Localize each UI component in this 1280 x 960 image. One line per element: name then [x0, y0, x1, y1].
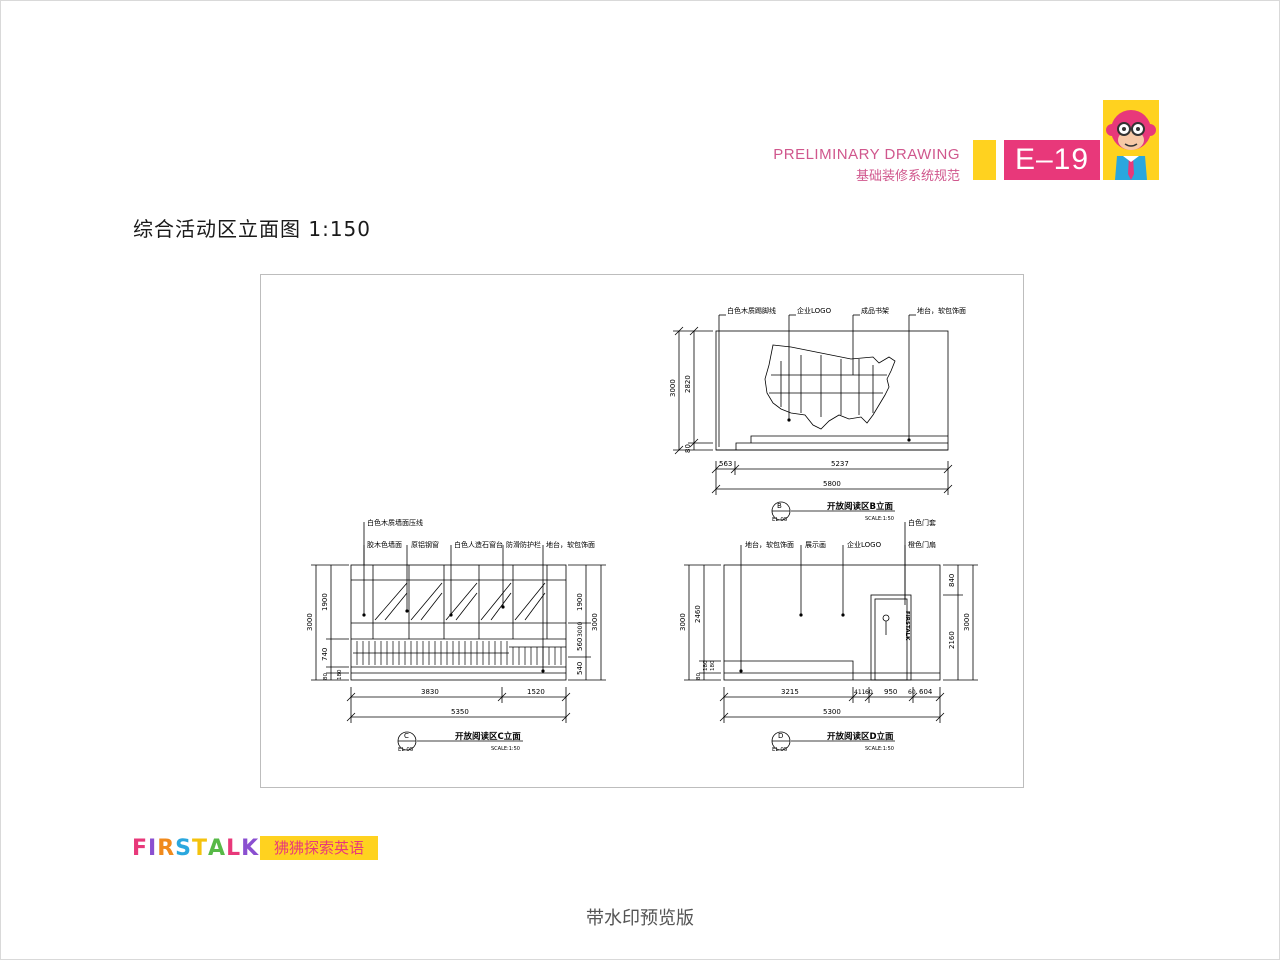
view-c-dim-vl-2: 1900: [321, 593, 329, 611]
view-b-dim-h-3: 5800: [823, 480, 841, 488]
view-b-dim-v-3: 80: [684, 444, 692, 453]
view-c-label-5: 防滑防护栏: [506, 540, 541, 549]
brand-letter: I: [148, 836, 158, 861]
view-d-dim-vl-2: 2460: [694, 605, 702, 623]
view-c-scale: SCALE:1:50: [491, 746, 520, 752]
view-b-label-1: 白色木质踢脚线: [727, 306, 776, 315]
elevation-view-c: [311, 522, 606, 751]
view-c-dim-h-2: 1520: [527, 688, 545, 696]
view-d-label-1: 地台，软包饰面: [745, 540, 794, 549]
view-c-marker-letter: C: [404, 732, 409, 740]
view-d-dim-vl-4: 180: [703, 660, 709, 671]
view-d-marker-letter: D: [778, 732, 783, 740]
brand-tagline: 狒狒探索英语: [260, 836, 378, 860]
view-d-dim-h-2: 411: [854, 689, 866, 696]
brand-letter: F: [132, 836, 149, 861]
view-b-caption: 开放阅读区B立面: [827, 501, 893, 512]
view-c-label-2: 胶木色墙面: [367, 540, 402, 549]
view-d-dim-h-6: 604: [919, 688, 933, 696]
view-c-marker-ref: EL-05: [398, 747, 414, 753]
view-c-dim-vl-5: 180: [337, 669, 343, 680]
brand-letter: L: [226, 836, 242, 861]
view-c-label-3: 原铝钢窗: [411, 540, 439, 549]
view-d-dim-h-5: 60: [908, 689, 916, 696]
view-c-dim-vr-3: 540: [576, 662, 584, 675]
watermark-text: 带水印预览版: [586, 908, 694, 929]
view-c-label-6: 地台，软包饰面: [546, 540, 595, 549]
brand-letter: A: [208, 836, 227, 861]
view-d-label-4: 白色门套: [908, 518, 936, 527]
view-d-dim-vr-3: 3000: [963, 613, 971, 631]
view-c-dim-vl-1: 3000: [306, 613, 314, 631]
view-d-label-3: 企业LOGO: [847, 540, 882, 549]
view-b-label-4: 地台，软包饰面: [917, 306, 966, 315]
view-b-dim-h-1: 563: [719, 460, 732, 468]
elevation-view-d: [684, 522, 978, 751]
view-b-dim-h-2: 5237: [831, 460, 849, 468]
view-c-dim-h-3: 5350: [451, 708, 469, 716]
view-d-dim-vl-3: 80: [696, 673, 702, 680]
view-b-marker-letter: B: [777, 502, 782, 510]
view-b-dim-v-1: 3000: [669, 379, 677, 397]
view-d-label-2: 展示画: [805, 541, 826, 549]
view-c-dim-vl-4: 80: [323, 673, 329, 680]
view-c-dim-vr-2: 560: [576, 638, 584, 651]
view-c-label-1: 白色木质墙面压线: [367, 518, 423, 527]
view-d-door-text: FIRSTALK: [904, 611, 910, 641]
page-title: 综合活动区立面图 1:150: [133, 217, 371, 241]
view-d-dim-h-1: 3215: [781, 688, 799, 696]
view-b-marker-ref: EL-05: [772, 517, 788, 523]
view-d-dim-vl-5: 180: [710, 660, 716, 671]
view-c-dim-vr-4: 3000: [577, 622, 584, 637]
view-d-label-5: 橙色门扇: [908, 540, 936, 549]
elevation-drawing-sheet: 白色木质踢脚线 企业LOGO 成品书架 地台，软包饰面 3000 2820 80…: [260, 274, 1024, 788]
view-c-dim-vl-3: 740: [321, 648, 329, 661]
brand-letter: K: [241, 836, 260, 861]
view-c-dim-vr-1: 1900: [576, 593, 584, 611]
view-d-dim-vl-1: 3000: [679, 613, 687, 631]
view-d-dim-h-7: 5300: [823, 708, 841, 716]
header-title-zh: 基础装修系统规范: [855, 169, 960, 184]
view-b-dim-v-2: 2820: [684, 375, 692, 393]
view-b-label-2: 企业LOGO: [797, 306, 832, 315]
firstalk-logo: FIRSTALK: [132, 836, 259, 861]
header-accent-bar: [973, 140, 996, 180]
view-d-dim-vr-2: 2160: [948, 631, 956, 649]
view-d-dim-h-4: 950: [884, 688, 897, 696]
elevation-view-b: [673, 314, 953, 521]
brand-letter: T: [192, 836, 209, 861]
view-c-label-4: 白色人造石窗台: [454, 540, 503, 549]
view-d-scale: SCALE:1:50: [865, 746, 894, 752]
monkey-mascot-icon: [1103, 100, 1159, 190]
view-b-scale: SCALE:1:50: [865, 516, 894, 522]
view-d-dim-h-3: 60: [865, 689, 873, 696]
page-code-badge: E–19: [1004, 140, 1100, 180]
view-c-dim-h-1: 3830: [421, 688, 439, 696]
elevation-drawing: 白色木质踢脚线 企业LOGO 成品书架 地台，软包饰面 3000 2820 80…: [306, 306, 978, 753]
view-d-caption: 开放阅读区D立面: [827, 731, 894, 742]
view-d-marker-ref: EL-05: [772, 747, 788, 753]
view-d-dim-vr-1: 840: [948, 574, 956, 587]
brand-letter: S: [175, 836, 193, 861]
view-b-label-3: 成品书架: [861, 306, 889, 315]
header-title-en: PRELIMINARY DRAWING: [773, 146, 960, 163]
view-c-caption: 开放阅读区C立面: [455, 731, 521, 742]
view-c-dim-vr-5: 3000: [591, 613, 599, 631]
brand-letter: R: [157, 836, 176, 861]
